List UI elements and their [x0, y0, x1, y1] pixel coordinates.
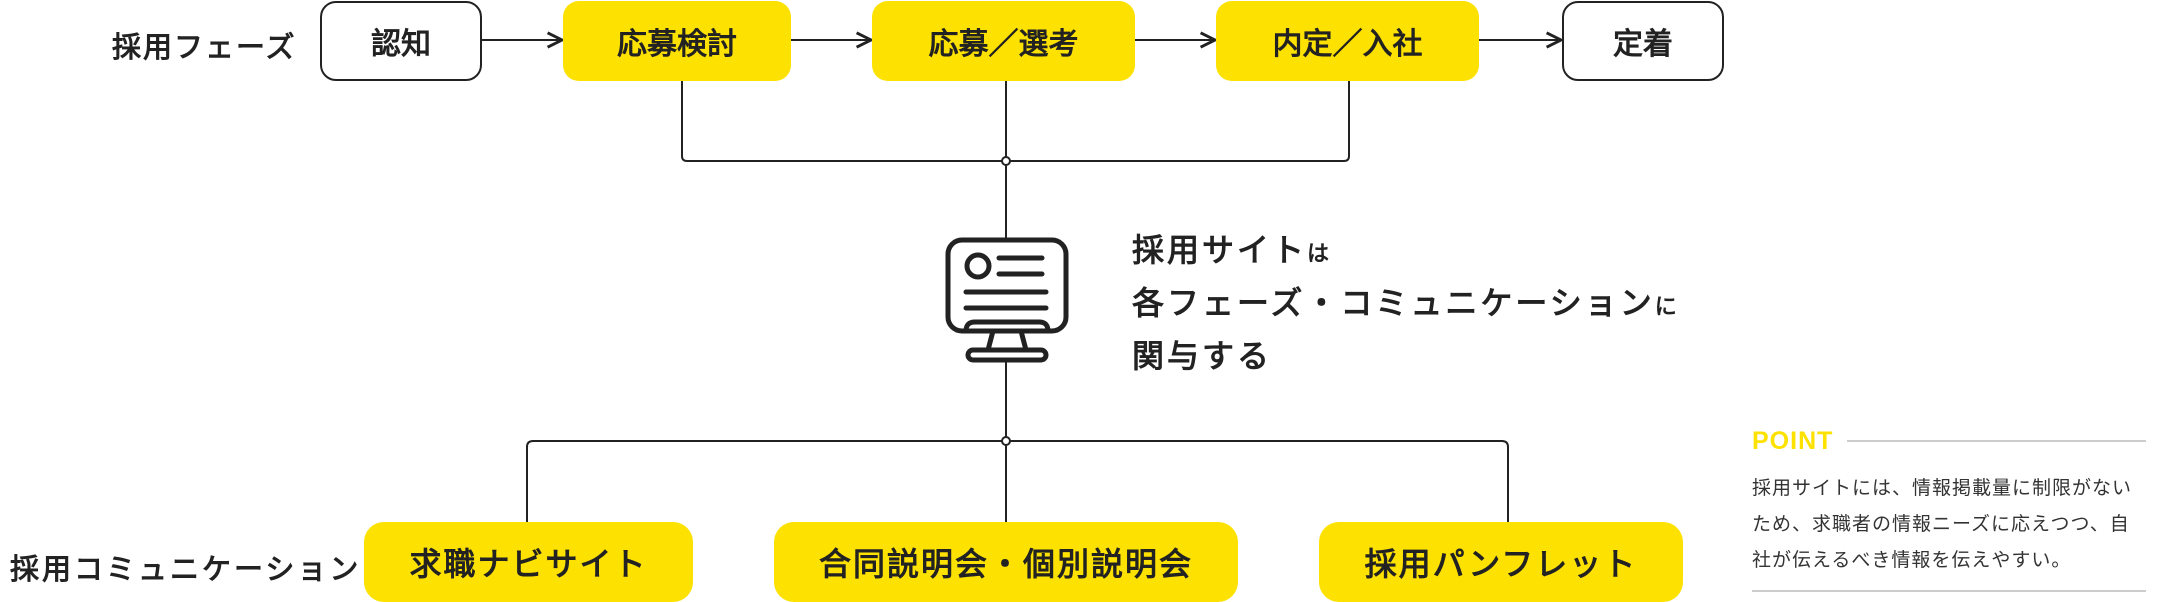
junction-dot	[1001, 156, 1011, 166]
point-body: 採用サイトには、情報掲載量に制限がない ため、求職者の情報ニーズに応えつつ、自 …	[1752, 470, 2148, 578]
monitor-document-icon	[945, 237, 1069, 363]
channel-job-navi-site[interactable]: 求職ナビサイト	[364, 522, 693, 602]
junction-dot	[1001, 436, 1011, 446]
phase-awareness[interactable]: 認知	[320, 1, 482, 81]
caption-line-2-main: 各フェーズ・コミュニケーション	[1132, 284, 1655, 322]
phase-offer-joining[interactable]: 内定／入社	[1216, 1, 1479, 81]
caption-line-1-main: 採用サイト	[1132, 231, 1308, 269]
caption-line-3-main: 関与する	[1132, 337, 1273, 375]
phase-row-label: 採用フェーズ	[112, 30, 297, 64]
top-bracket	[681, 80, 1350, 162]
caption-line-1: 採用サイトは	[1132, 226, 1677, 279]
caption-line-2-particle: に	[1654, 295, 1677, 320]
point-title-rule	[1847, 440, 2146, 442]
phase-application-selection[interactable]: 応募／選考	[872, 1, 1135, 81]
point-header: POINT	[1752, 426, 2146, 456]
recruiting-site-caption: 採用サイトは 各フェーズ・コミュニケーションに 関与する	[1132, 226, 1677, 380]
point-body-line: 社が伝えるべき情報を伝えやすい。	[1752, 549, 2072, 571]
phase-consideration[interactable]: 応募検討	[563, 1, 791, 81]
point-body-line: 採用サイトには、情報掲載量に制限がない	[1752, 477, 2133, 499]
point-title: POINT	[1752, 426, 1834, 455]
caption-line-3: 関与する	[1132, 332, 1677, 380]
bottom-bracket	[526, 440, 1509, 522]
caption-line-1-particle: は	[1307, 242, 1330, 267]
communication-row-label: 採用コミュニケーション	[10, 552, 362, 586]
point-body-line: ため、求職者の情報ニーズに応えつつ、自	[1752, 513, 2130, 535]
caption-line-2: 各フェーズ・コミュニケーションに	[1132, 279, 1677, 332]
phase-retention[interactable]: 定着	[1562, 1, 1724, 81]
channel-info-sessions[interactable]: 合同説明会・個別説明会	[774, 522, 1238, 602]
channel-recruiting-pamphlet[interactable]: 採用パンフレット	[1319, 522, 1683, 602]
point-bottom-rule	[1752, 590, 2146, 592]
